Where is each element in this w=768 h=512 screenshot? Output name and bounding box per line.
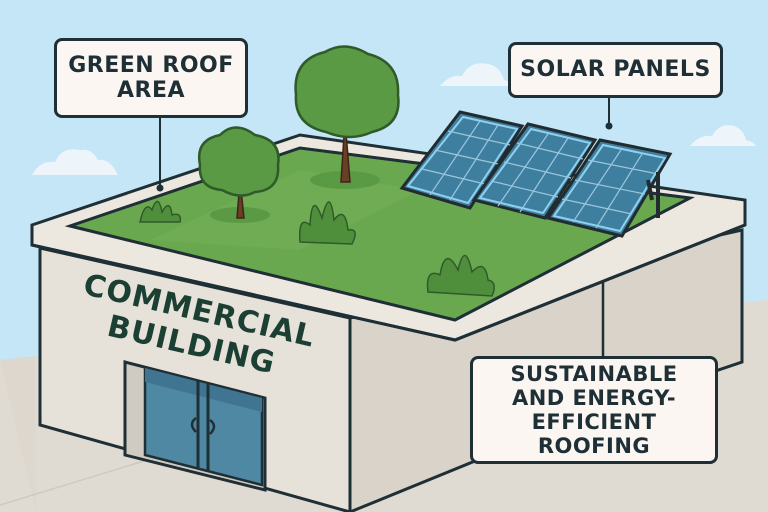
tree-small xyxy=(197,126,280,223)
entrance-door xyxy=(123,360,267,492)
sustainable-roofing-label: SUSTAINABLE AND ENERGY- EFFICIENT ROOFIN… xyxy=(470,356,718,464)
shrub-center xyxy=(298,201,356,245)
door-handle-left xyxy=(190,417,197,433)
shrub-corner xyxy=(139,200,182,223)
solar-panel-3 xyxy=(545,138,673,238)
tree-large xyxy=(294,45,400,189)
cloud-top xyxy=(440,63,514,86)
solar-panel-2 xyxy=(471,122,598,220)
pointer-solar-panels xyxy=(605,98,613,130)
green-roof-area-label: GREEN ROOF AREA xyxy=(54,38,248,118)
door-handle-right xyxy=(209,419,216,435)
pointer-green-roof xyxy=(156,118,164,192)
solar-panels-label: SOLAR PANELS xyxy=(508,42,723,98)
cloud-right xyxy=(690,125,756,146)
solar-panel-1 xyxy=(399,110,525,210)
shrub-front xyxy=(426,254,495,297)
cloud-left xyxy=(32,149,118,175)
